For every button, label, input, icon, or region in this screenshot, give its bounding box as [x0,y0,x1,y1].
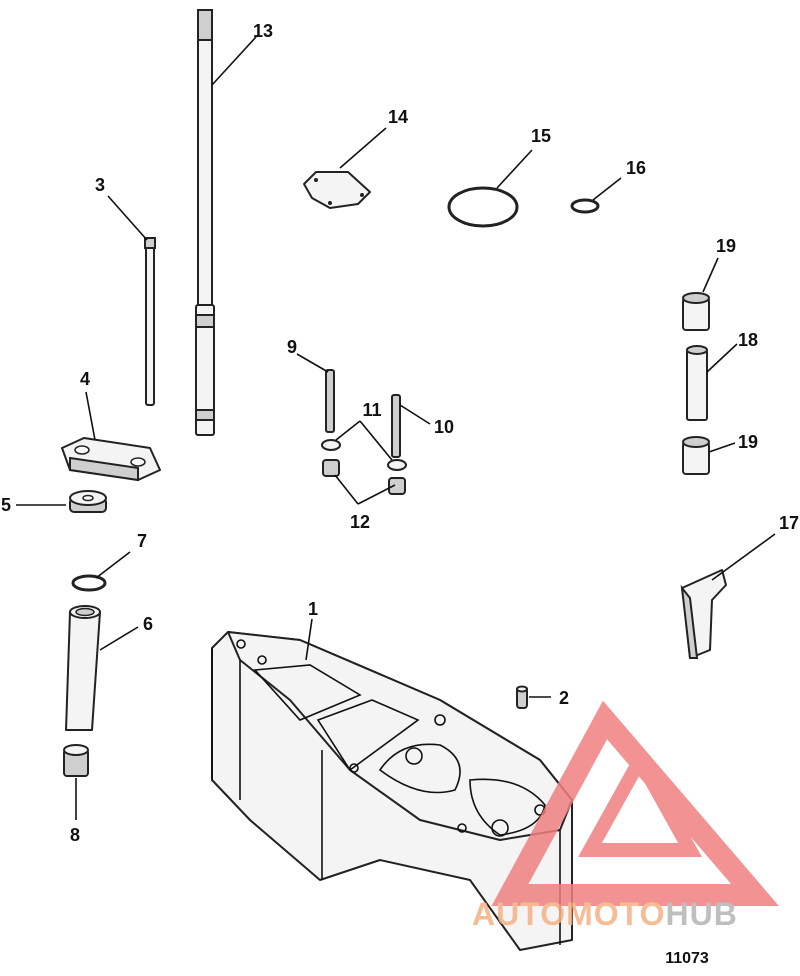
callout-1: 1 [308,599,318,619]
callout-4: 4 [80,369,90,389]
sleeve [63,744,89,777]
dowel-pin [516,685,528,709]
callout-16: 16 [626,158,646,178]
watermark-text-secondary: HUB [665,896,737,932]
nuts [322,459,406,495]
driveshaft-housing [211,631,573,951]
leader-lines [16,36,776,820]
shift-shaft [144,237,156,406]
callout-18: 18 [738,330,758,350]
callout-14: 14 [388,107,408,127]
o-ring [71,574,107,592]
callout-6: 6 [143,614,153,634]
callout-17: 17 [779,513,799,533]
lower-spacer [682,436,710,475]
callout-3: 3 [95,175,105,195]
callout-7: 7 [137,531,147,551]
callout-2: 2 [559,688,569,708]
washers [321,439,407,471]
driveshaft [195,9,215,436]
gasket [303,171,371,209]
callout-19-top: 19 [716,236,736,256]
figure-number: 11073 [665,950,709,967]
watermark-logo: AUTOMOTOHUB [472,700,779,932]
retainer-plate [61,437,161,482]
bushing [69,490,107,513]
watermark-text-primary: AUTOMOTO [472,896,665,932]
small-o-ring [570,198,600,214]
center-tube [686,345,708,421]
svg-text:AUTOMOTOHUB: AUTOMOTOHUB [472,896,738,932]
large-o-ring [447,186,519,228]
callout-13: 13 [253,21,273,41]
callout-11: 11 [362,400,381,420]
stud-long [325,369,335,433]
stud-short [391,394,401,458]
bracket [680,569,727,659]
callout-12: 12 [350,512,370,532]
callout-19-bottom: 19 [738,432,758,452]
upper-spacer [682,292,710,331]
callout-5: 5 [1,495,11,515]
callout-9: 9 [287,337,297,357]
callout-10: 10 [434,417,454,437]
callout-15: 15 [531,126,551,146]
callout-8: 8 [70,825,80,845]
tube [65,605,101,731]
callouts: 1 2 3 4 5 6 7 8 9 10 11 12 13 14 15 16 1… [1,21,799,845]
